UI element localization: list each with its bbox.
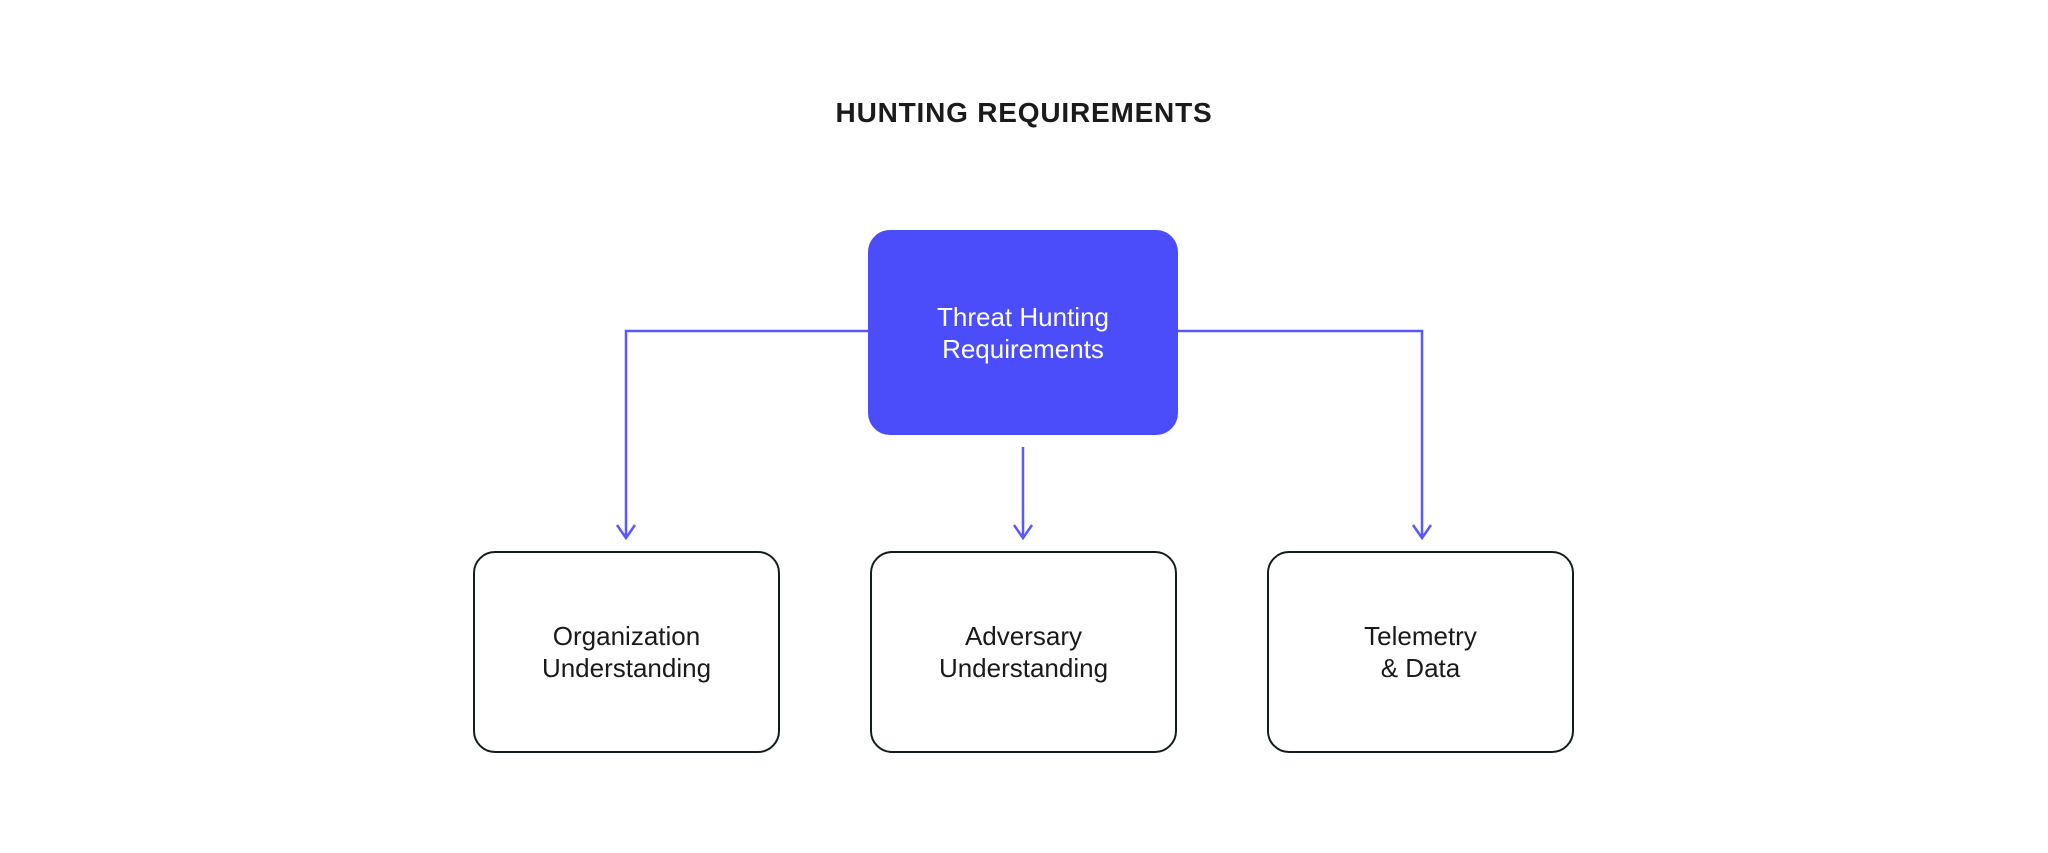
connector-root-to-adversary — [1012, 447, 1034, 541]
node-label: Adversary Understanding — [938, 621, 1109, 683]
arrowhead-down-icon — [1012, 524, 1034, 541]
arrowhead-down-icon — [1411, 524, 1433, 541]
node-organization-understanding: Organization Understanding — [473, 551, 780, 753]
node-label: Threat Hunting Requirements — [937, 301, 1109, 364]
connector-root-to-organization — [615, 329, 868, 541]
node-label: Telemetry & Data — [1364, 621, 1477, 683]
node-label: Organization Understanding — [541, 621, 712, 683]
connector-root-to-telemetry — [1178, 329, 1433, 541]
diagram-title: HUNTING REQUIREMENTS — [835, 97, 1213, 128]
node-telemetry-and-data: Telemetry & Data — [1267, 551, 1574, 753]
arrowhead-down-icon — [615, 524, 637, 541]
node-threat-hunting-requirements: Threat Hunting Requirements — [868, 230, 1178, 435]
node-adversary-understanding: Adversary Understanding — [870, 551, 1177, 753]
